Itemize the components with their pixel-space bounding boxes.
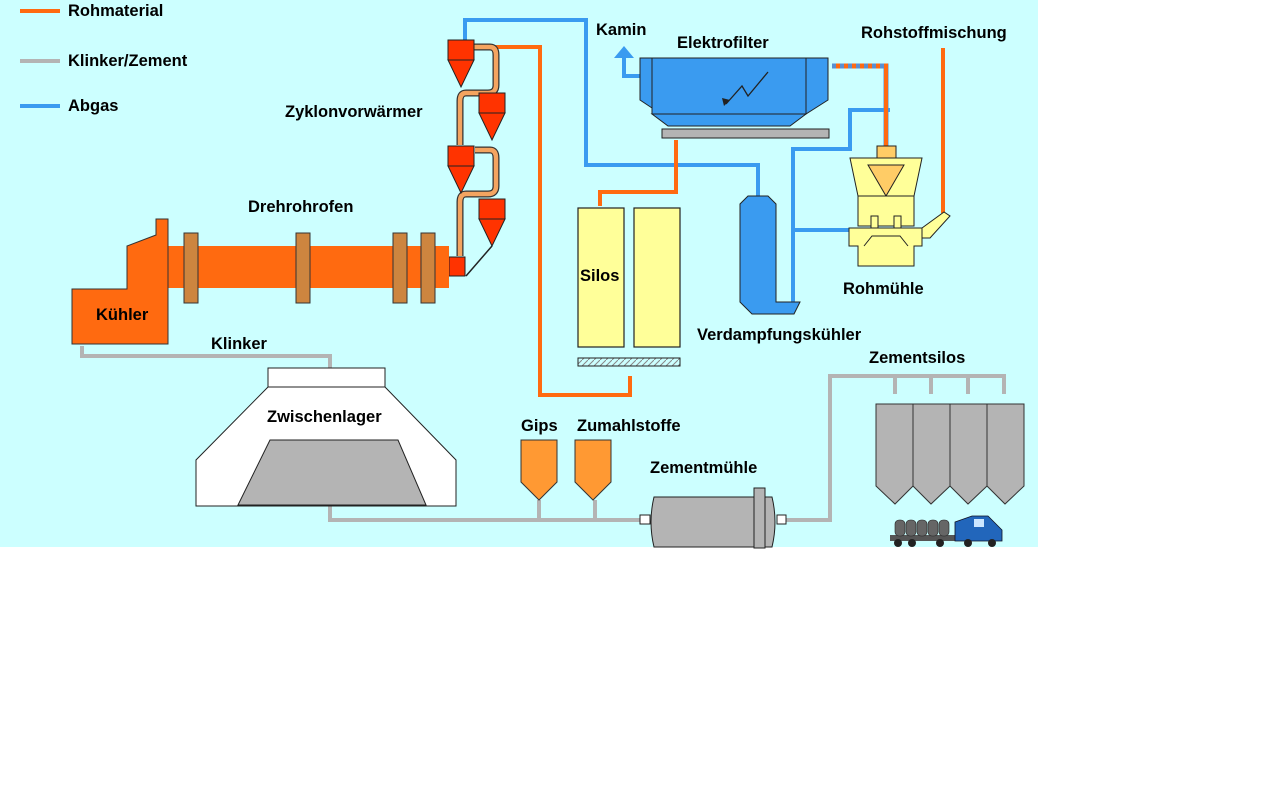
additive-hoppers	[520, 439, 612, 501]
rohmehl-silos	[577, 207, 681, 367]
label-zumahlstoffe: Zumahlstoffe	[577, 417, 681, 435]
label-kamin: Kamin	[596, 21, 646, 39]
rohmaterial-pipes	[493, 45, 945, 397]
elektrofilter	[639, 57, 830, 139]
label-zyklonvorwaermer: Zyklonvorwärmer	[285, 103, 423, 121]
zyklonvorwaermer	[447, 39, 506, 277]
legend: Rohmaterial Klinker/Zement Abgas	[20, 2, 188, 115]
zementsilos	[875, 403, 1025, 505]
kuehler	[71, 218, 169, 345]
abgas-pipes	[463, 18, 890, 303]
label-rohmuehle: Rohmühle	[843, 280, 924, 298]
gips-hopper	[520, 439, 558, 501]
filter-to-mill-mixed-pipe	[832, 63, 889, 146]
zwischenlager	[195, 367, 457, 507]
legend-label-rohmaterial: Rohmaterial	[68, 2, 163, 20]
zumahlstoffe-hopper	[574, 439, 612, 501]
label-zementmuehle: Zementmühle	[650, 459, 757, 477]
label-drehrohrofen: Drehrohrofen	[248, 198, 353, 216]
component-labels: Kamin Elektrofilter Rohstoffmischung Zyk…	[96, 21, 1007, 477]
label-verdampfungskuehler: Verdampfungskühler	[697, 326, 862, 344]
legend-label-klinker-zement: Klinker/Zement	[68, 52, 188, 70]
label-gips: Gips	[521, 417, 558, 435]
kamin-arrow-icon	[614, 46, 634, 58]
lightning-icon	[725, 71, 769, 105]
label-klinker: Klinker	[211, 335, 268, 353]
label-silos: Silos	[580, 267, 619, 285]
verdampfungskuehler	[739, 195, 801, 315]
label-elektrofilter: Elektrofilter	[677, 34, 769, 52]
label-zwischenlager: Zwischenlager	[267, 408, 382, 426]
label-kuehler: Kühler	[96, 306, 149, 324]
legend-label-abgas: Abgas	[68, 97, 118, 115]
label-rohstoffmischung: Rohstoffmischung	[861, 24, 1007, 42]
truck-icon	[890, 515, 1003, 547]
zementmuehle	[639, 487, 787, 549]
klinker-zement-pipes	[80, 346, 1006, 522]
rohmuehle	[848, 145, 951, 267]
label-zementsilos: Zementsilos	[869, 349, 965, 367]
drehrohrofen	[168, 232, 449, 304]
